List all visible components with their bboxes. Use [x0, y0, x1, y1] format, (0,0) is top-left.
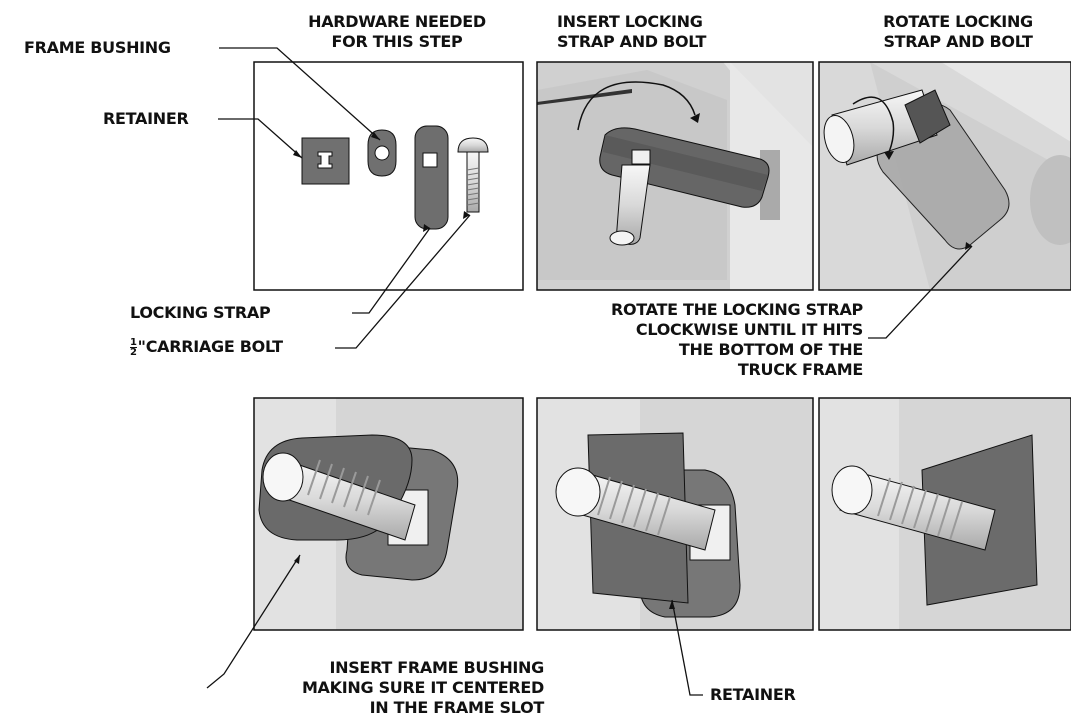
- retainer-label-top: RETAINER: [103, 109, 189, 128]
- locking-strap-part-icon: [414, 125, 449, 230]
- rotate-note: ROTATE THE LOCKING STRAP CLOCKWISE UNTIL…: [610, 300, 863, 379]
- carriage-bolt-part-icon: [457, 137, 489, 213]
- leader-lines: [206, 47, 973, 696]
- panel-insert-strap: [537, 62, 813, 290]
- panel-retainer: [537, 398, 813, 630]
- retainer-label-bottom: RETAINER: [710, 685, 796, 704]
- frame-bushing-label: FRAME BUSHING: [24, 38, 171, 57]
- panel-rotate-strap: [819, 62, 1071, 290]
- insert-title: INSERT LOCKING STRAP AND BOLT: [557, 12, 707, 51]
- panel-final-assembly: [819, 398, 1071, 630]
- frame-bushing-part-icon: [367, 129, 397, 177]
- panel-insert-bushing: [254, 398, 523, 630]
- rotate-title: ROTATE LOCKING STRAP AND BOLT: [883, 12, 1033, 51]
- insert-bushing-note: INSERT FRAME BUSHING MAKING SURE IT CENT…: [301, 658, 544, 717]
- panel-hardware: [253, 61, 524, 291]
- retainer-part-icon: [301, 137, 350, 185]
- hardware-title: HARDWARE NEEDED FOR THIS STEP: [308, 12, 486, 51]
- locking-strap-label: LOCKING STRAP: [130, 303, 271, 322]
